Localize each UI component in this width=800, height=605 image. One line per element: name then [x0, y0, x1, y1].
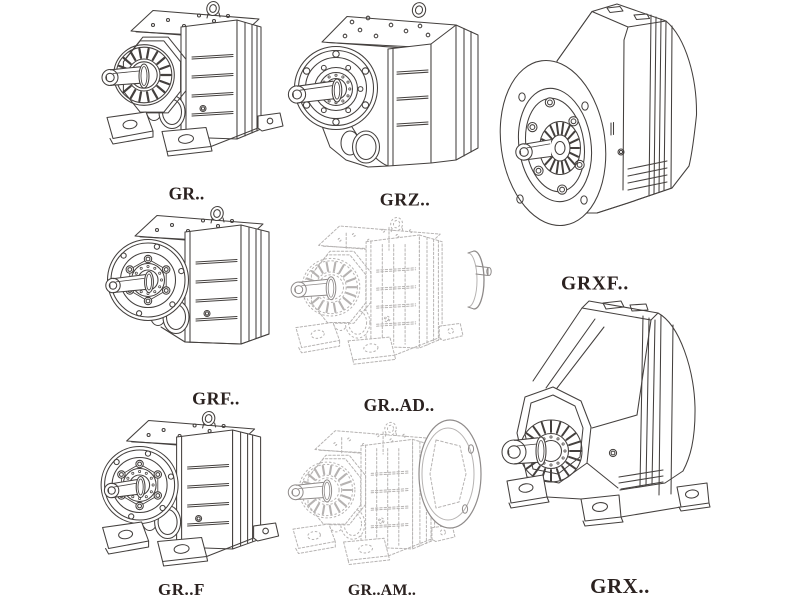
svg-text:GRXF..: GRXF..	[561, 274, 629, 295]
svg-text:GRZ..: GRZ..	[380, 190, 431, 210]
svg-text:GR..F: GR..F	[158, 580, 205, 599]
svg-text:GR..AD..: GR..AD..	[364, 395, 435, 415]
svg-text:GRX..: GRX..	[590, 574, 650, 598]
svg-text:GR..: GR..	[169, 184, 205, 204]
svg-text:GRF..: GRF..	[192, 389, 240, 409]
svg-text:GR..AM..: GR..AM..	[348, 582, 416, 599]
